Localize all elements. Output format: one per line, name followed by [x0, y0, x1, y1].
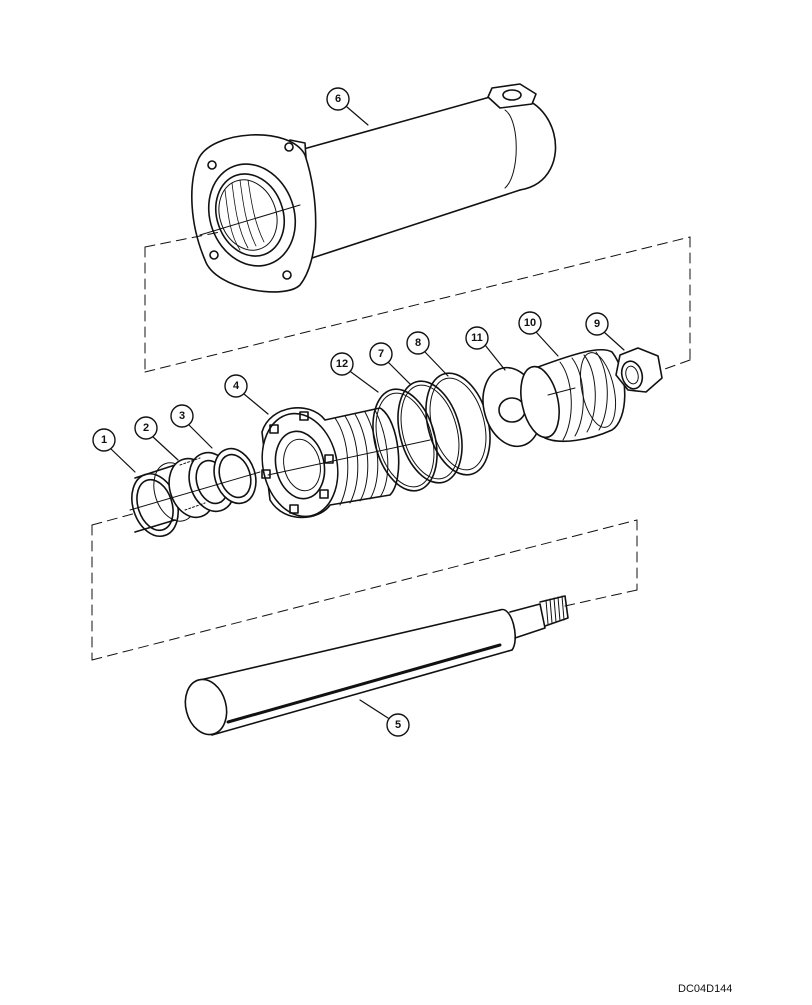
leader-lines: [109, 106, 625, 719]
svg-text:3: 3: [179, 410, 185, 422]
callout-5: 5: [386, 713, 410, 737]
callout-7: 7: [369, 342, 393, 366]
svg-text:6: 6: [335, 93, 341, 105]
dashed-alignment-upper: [144, 231, 691, 373]
o-ring-large: [372, 388, 438, 492]
hex-nut: [615, 347, 663, 393]
svg-text:11: 11: [471, 332, 483, 344]
callout-9: 9: [585, 312, 609, 336]
callout-11: 11: [465, 326, 489, 350]
svg-text:1: 1: [101, 434, 107, 446]
cylinder-barrel: [191, 83, 557, 293]
callout-3: 3: [170, 404, 194, 428]
svg-text:9: 9: [594, 318, 600, 330]
callout-4: 4: [224, 374, 248, 398]
svg-text:7: 7: [378, 348, 384, 360]
callout-10: 10: [518, 311, 542, 335]
drawing-code: DC04D144: [678, 983, 732, 995]
callout-6: 6: [326, 87, 350, 111]
wiper-seal: [131, 462, 197, 537]
cylinder-gland: [261, 407, 431, 519]
svg-text:2: 2: [143, 422, 149, 434]
svg-text:10: 10: [524, 317, 536, 329]
o-ring-seven: [397, 380, 463, 484]
svg-text:8: 8: [415, 337, 421, 349]
svg-text:5: 5: [395, 719, 401, 731]
back-up-ring: [213, 447, 257, 505]
piston-rod: [184, 595, 569, 736]
svg-text:4: 4: [233, 380, 240, 392]
piston: [520, 348, 626, 443]
callout-12: 12: [330, 352, 354, 376]
callout-2: 2: [134, 416, 158, 440]
svg-text:12: 12: [336, 358, 348, 370]
dashed-alignment-lower: [91, 511, 638, 661]
callout-8: 8: [406, 331, 430, 355]
callout-1: 1: [92, 428, 116, 452]
